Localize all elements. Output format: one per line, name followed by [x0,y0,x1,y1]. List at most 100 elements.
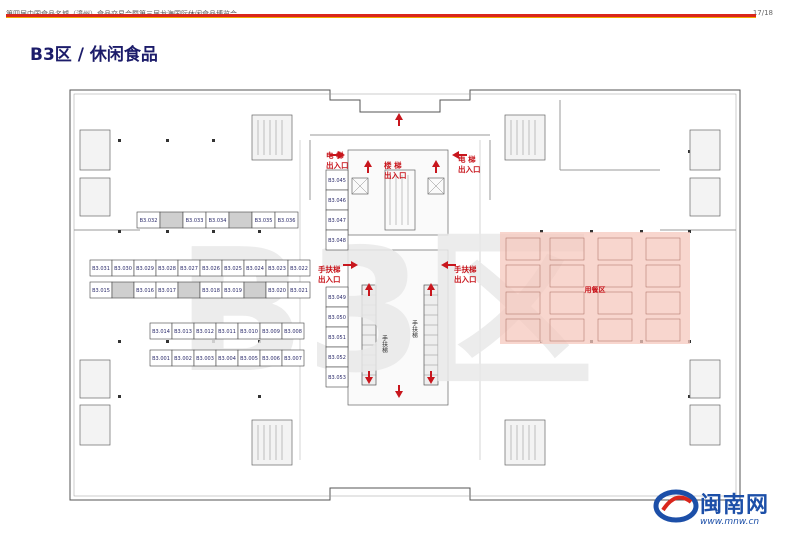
booth-label: B3.024 [246,266,264,272]
booth-pillar [159,211,184,229]
booth-label: B3.020 [268,288,286,294]
elevator-right-label-2: 出入口 [458,164,481,174]
booth: B3.021 [287,281,311,299]
booth-label: B3.052 [328,355,346,361]
escalator-left-label-2: 出入口 [318,274,341,284]
stairs-label-2: 出入口 [384,170,407,180]
booth: B3.028 [155,259,179,277]
booth-label: B3.001 [152,356,170,362]
booth: B3.007 [281,349,305,367]
booth: B3.030 [111,259,135,277]
page-number: 17/18 [752,9,773,17]
booth-pillar [111,281,135,299]
booth-label: B3.046 [328,198,346,204]
booth: B3.051 [325,326,349,348]
booth-label: B3.025 [224,266,242,272]
booth: B3.009 [259,322,283,340]
booth-label: B3.002 [174,356,192,362]
booth-label: B3.051 [328,335,346,341]
booth: B3.034 [205,211,230,229]
booth-label: B3.026 [202,266,220,272]
booth-label: B3.047 [328,218,346,224]
booth-label: B3.045 [328,178,346,184]
booth: B3.010 [237,322,261,340]
booth: B3.049 [325,286,349,308]
booth-pillar [177,281,201,299]
booth: B3.036 [274,211,299,229]
elevator-right-label-1: 电 梯 [458,154,476,164]
booth: B3.013 [171,322,195,340]
booth-label: B3.008 [284,329,302,335]
booth-label: B3.005 [240,356,258,362]
booth-label: B3.053 [328,375,346,381]
elevator-left-label-2: 出入口 [326,160,349,170]
booth: B3.008 [281,322,305,340]
booth-label: B3.021 [290,288,308,294]
booth-label: B3.023 [268,266,286,272]
booth-label: B3.004 [218,356,236,362]
booth: B3.032 [136,211,161,229]
booth-label: B3.035 [255,218,273,224]
booth: B3.031 [89,259,113,277]
booth-label: B3.003 [196,356,214,362]
booth-label: B3.016 [136,288,154,294]
booth: B3.003 [193,349,217,367]
logo-icon [653,489,699,523]
booth: B3.048 [325,229,349,251]
booth-label: B3.010 [240,329,258,335]
stairs-label-1: 楼 梯 [384,160,402,170]
booth: B3.024 [243,259,267,277]
booth-label: B3.049 [328,295,346,301]
booth-pillar [228,211,253,229]
booth-label: B3.034 [209,218,227,224]
escalators [361,284,439,386]
booth: B3.035 [251,211,276,229]
booth-label: B3.036 [278,218,296,224]
stairwells [79,114,721,466]
booth: B3.022 [287,259,311,277]
escalator-right-label-2: 出入口 [454,274,477,284]
booth-label: B3.017 [158,288,176,294]
booth: B3.015 [89,281,113,299]
booth-label: B3.011 [218,329,236,335]
booth-label: B3.030 [114,266,132,272]
booth-label: B3.007 [284,356,302,362]
exit-arrows [330,113,467,398]
booth-label: B3.022 [290,266,308,272]
booth-pillar [243,281,267,299]
booth: B3.025 [221,259,245,277]
logo-url: www.mnw.cn [700,517,760,527]
booth: B3.012 [193,322,217,340]
escalator-left-label-1: 手扶梯 [318,264,341,274]
escalator-left-vertical-label: 手扶梯 [381,334,388,354]
booth-label: B3.019 [224,288,242,294]
booth-label: B3.013 [174,329,192,335]
booth-label: B3.033 [186,218,204,224]
booth: B3.019 [221,281,245,299]
booth-label: B3.029 [136,266,154,272]
logo [651,480,791,535]
booth: B3.046 [325,189,349,211]
logo-name: 闽南网 [700,493,770,518]
page-title: B3区 / 休闲食品 [30,45,158,65]
booth-label: B3.028 [158,266,176,272]
booth: B3.018 [199,281,223,299]
booth-label: B3.006 [262,356,280,362]
booth: B3.033 [182,211,207,229]
booth-label: B3.048 [328,238,346,244]
booth: B3.029 [133,259,157,277]
escalator-right-vertical-label: 手扶梯 [411,319,418,339]
booth: B3.016 [133,281,157,299]
booth-label: B3.027 [180,266,198,272]
booth-label: B3.014 [152,329,170,335]
header-bar-yellow [6,17,756,18]
booth: B3.053 [325,366,349,388]
booth-label: B3.050 [328,315,346,321]
booth: B3.052 [325,346,349,368]
booth: B3.026 [199,259,223,277]
booth-label: B3.031 [92,266,110,272]
booth: B3.002 [171,349,195,367]
booth: B3.001 [149,349,173,367]
booth-label: B3.032 [140,218,158,224]
